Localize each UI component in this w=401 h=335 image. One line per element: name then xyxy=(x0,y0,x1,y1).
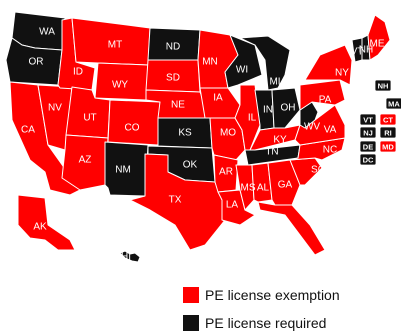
state-ms xyxy=(235,164,255,211)
state-label-wa: WA xyxy=(39,27,55,38)
legend-label-required: PE license required xyxy=(205,315,327,331)
small-state-label-nj: NJ xyxy=(363,128,373,137)
state-label-mn: MN xyxy=(202,57,218,68)
small-state-rect-vt xyxy=(359,113,377,126)
small-state-box-md: MD xyxy=(379,140,397,153)
small-state-box-de: DE xyxy=(359,140,377,153)
state-label-in: IN xyxy=(263,105,273,116)
state-shapes xyxy=(5,11,391,263)
state-nc xyxy=(289,137,346,161)
state-label-ms: MS xyxy=(241,183,256,194)
small-state-label-dc: DC xyxy=(363,155,374,164)
state-ky xyxy=(249,124,301,151)
state-label-tx: TX xyxy=(169,195,182,206)
legend-swatch-required xyxy=(183,315,199,331)
state-label-ky: KY xyxy=(273,135,287,146)
small-state-label-nh: NH xyxy=(378,81,389,90)
state-label-sc: SC xyxy=(311,165,325,176)
state-label-tn: TN xyxy=(265,147,278,158)
state-label-wv: WV xyxy=(304,122,320,133)
state-label-nh: NH xyxy=(359,45,373,56)
small-state-box-vt: VT xyxy=(359,113,377,126)
state-nm xyxy=(104,141,149,197)
legend-item-exempt: PE license exemption xyxy=(183,287,340,303)
small-state-rect-ri xyxy=(379,126,397,139)
state-label-wi: WI xyxy=(236,65,248,76)
state-tx xyxy=(129,153,226,251)
state-va xyxy=(294,104,346,146)
state-label-fl: FL xyxy=(315,227,327,238)
state-label-mo: MO xyxy=(220,128,236,139)
state-label-il: IL xyxy=(248,113,257,124)
small-state-label-ri: RI xyxy=(384,128,392,137)
state-label-ok: OK xyxy=(183,160,198,171)
state-label-vt: VT xyxy=(351,47,364,58)
state-oh xyxy=(271,87,301,129)
small-state-boxes: NH MA VT CT NJ RI DE MD DC xyxy=(359,79,401,166)
small-state-rect-nh xyxy=(374,79,392,92)
state-label-ca: CA xyxy=(21,125,35,136)
small-state-rect-de xyxy=(359,140,377,153)
small-state-label-ct: CT xyxy=(383,115,393,124)
state-label-hi: HI xyxy=(121,252,131,263)
small-state-label-md: MD xyxy=(382,142,394,151)
state-label-ne: NE xyxy=(171,100,185,111)
state-label-nc: NC xyxy=(323,145,337,156)
small-state-box-ma: MA xyxy=(385,97,401,110)
state-ak xyxy=(17,194,76,251)
us-map: WA OR CA NV ID MT WY UT AZ CO NM ND SD NE KS OK TX MN IA MO… xyxy=(5,11,401,263)
state-label-id: ID xyxy=(73,67,83,78)
small-state-rect-ct xyxy=(379,113,397,126)
state-label-ny: NY xyxy=(335,68,349,79)
state-label-al: AL xyxy=(257,183,270,194)
legend-item-required: PE license required xyxy=(183,315,326,331)
state-mi xyxy=(239,35,291,91)
state-label-la: LA xyxy=(226,200,239,211)
small-state-box-nh: NH xyxy=(374,79,392,92)
state-me xyxy=(367,14,391,61)
state-label-co: CO xyxy=(125,123,140,134)
small-state-box-ct: CT xyxy=(379,113,397,126)
state-label-or: OR xyxy=(29,57,44,68)
small-state-rect-md xyxy=(379,140,397,153)
state-wi xyxy=(224,34,263,89)
small-state-label-ma: MA xyxy=(388,99,400,108)
small-state-box-nj: NJ xyxy=(359,126,377,139)
small-state-rect-ma xyxy=(385,97,401,110)
state-label-mt: MT xyxy=(108,40,122,51)
state-label-me: ME xyxy=(370,39,385,50)
small-state-label-de: DE xyxy=(363,142,373,151)
small-state-rect-nj xyxy=(359,126,377,139)
state-label-mi: MI xyxy=(269,77,280,88)
state-label-ar: AR xyxy=(219,167,233,178)
state-label-va: VA xyxy=(324,125,337,136)
state-label-ia: IA xyxy=(213,93,223,104)
state-label-sd: SD xyxy=(166,73,180,84)
state-label-ks: KS xyxy=(178,128,192,139)
state-label-oh: OH xyxy=(281,103,296,114)
state-label-ak: AK xyxy=(33,222,47,233)
small-state-label-vt: VT xyxy=(363,115,373,124)
state-label-wy: WY xyxy=(112,80,128,91)
small-state-box-dc: DC xyxy=(359,153,377,166)
state-label-ga: GA xyxy=(278,180,293,191)
state-label-nd: ND xyxy=(166,42,180,53)
state-fl xyxy=(257,201,326,256)
legend-swatch-exempt xyxy=(183,287,199,303)
state-label-pa: PA xyxy=(319,95,332,106)
state-label-nm: NM xyxy=(115,165,131,176)
state-labels: WA OR CA NV ID MT WY UT AZ CO NM ND SD NE KS OK TX MN IA MO… xyxy=(21,27,385,263)
state-al xyxy=(251,162,273,203)
legend-label-exempt: PE license exemption xyxy=(205,287,340,303)
small-state-rect-dc xyxy=(359,153,377,166)
state-label-nv: NV xyxy=(48,103,62,114)
state-ny xyxy=(304,44,353,86)
state-hi xyxy=(119,250,141,263)
state-label-az: AZ xyxy=(79,155,92,166)
small-state-box-ri: RI xyxy=(379,126,397,139)
state-label-ut: UT xyxy=(83,113,96,124)
